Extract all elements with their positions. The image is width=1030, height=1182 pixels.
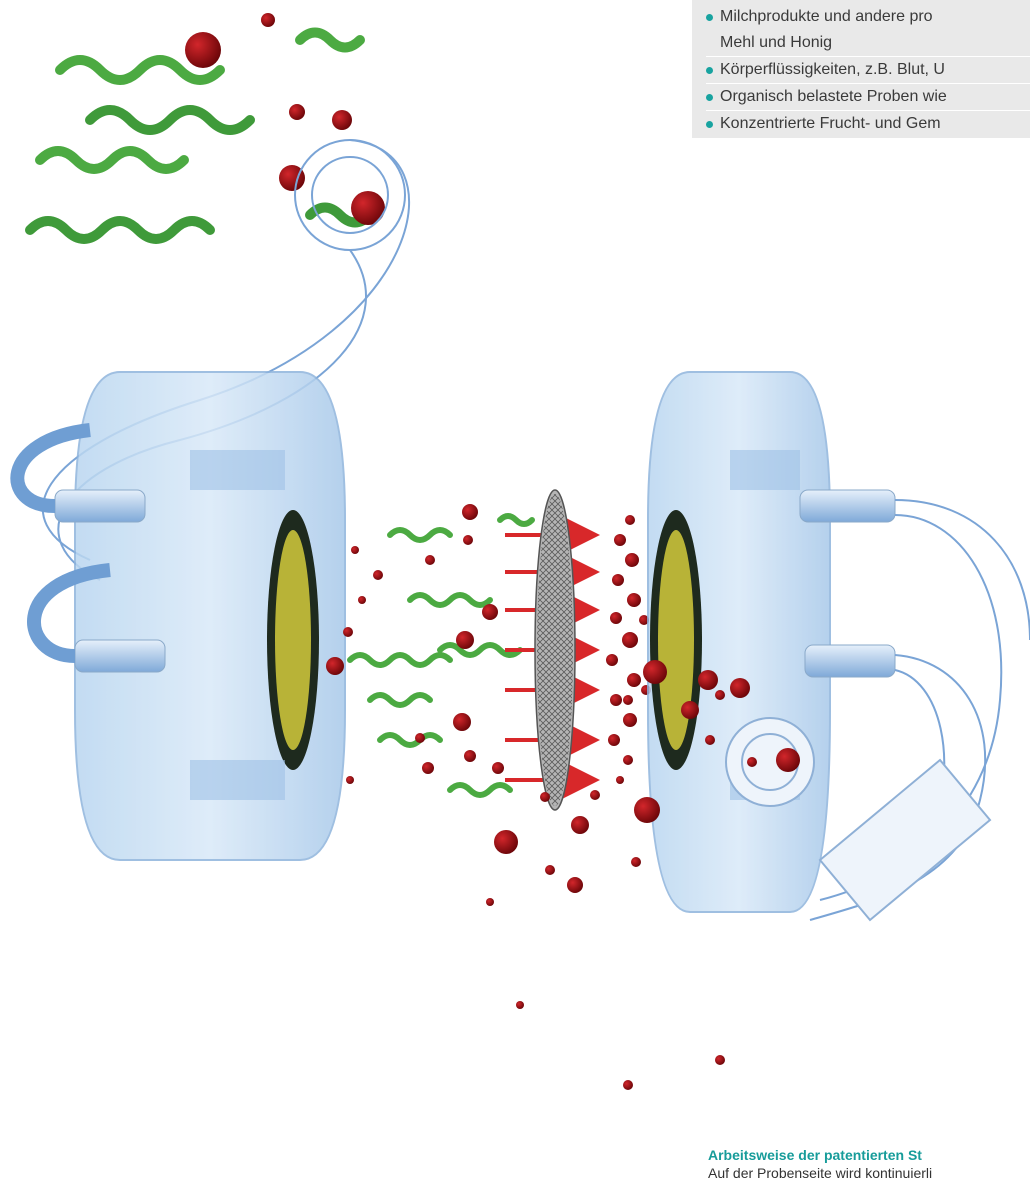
list-item-text-continued: Mehl und Honig — [720, 30, 1030, 56]
caption-text: Auf der Probenseite wird kontinuierli — [708, 1164, 1030, 1182]
list-item: Körperflüssigkeiten, z.B. Blut, U — [706, 57, 1030, 84]
membrane-disc — [535, 490, 575, 810]
bullet-icon — [706, 121, 713, 128]
list-item-text: Milchprodukte und andere pro — [720, 8, 933, 25]
list-item-text: Konzentrierte Frucht- und Gem — [720, 115, 941, 132]
list-item: Milchprodukte und andere pro Mehl und Ho… — [706, 4, 1030, 57]
caption-title: Arbeitsweise der patentierten St — [708, 1146, 1030, 1164]
list-item-text: Körperflüssigkeiten, z.B. Blut, U — [720, 61, 945, 78]
list-item: Konzentrierte Frucht- und Gem — [706, 111, 1030, 137]
figure-caption: Arbeitsweise der patentierten St Auf der… — [708, 1146, 1030, 1182]
particles-right — [606, 515, 651, 784]
protein-cluster-middle — [350, 516, 532, 795]
left-cell — [75, 372, 345, 860]
list-item: Organisch belastete Proben wie — [706, 84, 1030, 111]
right-cell — [648, 372, 830, 912]
bullet-icon — [706, 94, 713, 101]
bullet-icon — [706, 67, 713, 74]
sample-type-list: Milchprodukte und andere pro Mehl und Ho… — [692, 0, 1030, 137]
bullet-icon — [706, 14, 713, 21]
list-item-text: Organisch belastete Proben wie — [720, 88, 947, 105]
info-box: Milchprodukte und andere pro Mehl und Ho… — [692, 0, 1030, 138]
